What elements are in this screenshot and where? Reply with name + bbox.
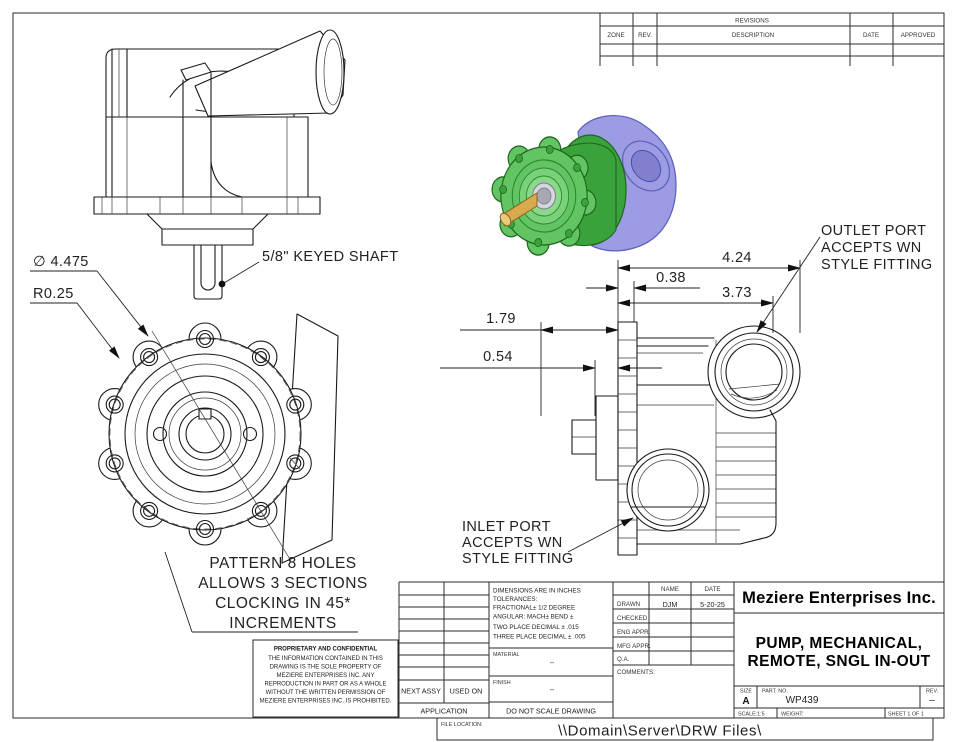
finish-value: -- [550, 685, 555, 694]
side-view-reservoir [93, 29, 346, 300]
proprietary-line5: WITHOUT THE WRITTEN PERMISSION OF [266, 690, 386, 696]
date-header: DATE [704, 586, 720, 593]
revisions-col-description: DESCRIPTION [732, 32, 774, 39]
mfg-appr-label: MFG APPR. [617, 643, 651, 650]
keyed-shaft-label: 5/8" KEYED SHAFT [262, 249, 398, 265]
proprietary-line4: REPRODUCTION IN PART OR AS A WHOLE [264, 682, 386, 688]
pattern-note-line1: PATTERN 8 HOLES [209, 555, 356, 572]
finish-label: FINISH [493, 680, 511, 686]
front-view-flange [98, 313, 339, 564]
comments-label: COMMENTS: [617, 669, 655, 676]
used-on-label: USED ON [450, 687, 483, 696]
pattern-note: PATTERN 8 HOLES ALLOWS 3 SECTIONS CLOCKI… [164, 551, 368, 633]
file-location-label: FILE LOCATION: [441, 722, 483, 728]
part-no-label: PART. NO. [762, 689, 788, 695]
proprietary-line1: THE INFORMATION CONTAINED IN THIS [268, 656, 383, 662]
title-block: NEXT ASSY USED ON APPLICATION DIMENSIONS… [398, 581, 944, 718]
part-number: WP439 [786, 695, 819, 706]
proprietary-line2: DRAWING IS THE SOLE PROPERTY OF [270, 665, 382, 671]
application-label: APPLICATION [421, 707, 468, 716]
rev-value: – [929, 695, 935, 706]
checked-label: CHECKED [617, 615, 648, 622]
drawing-title-line2: REMOTE, SNGL IN-OUT [748, 653, 931, 670]
inlet-note-line1: INLET PORT [462, 519, 551, 535]
inlet-note: INLET PORT ACCEPTS WN STYLE FITTING [462, 517, 634, 567]
side-view-ports [571, 321, 801, 556]
inlet-note-line3: STYLE FITTING [462, 551, 574, 567]
corner-radius-label: R0.25 [33, 286, 74, 302]
rev-label: REV. [926, 689, 938, 695]
dim-overall-width: 4.24 [722, 250, 752, 266]
proprietary-line6: MEZIERE ENTERPRISES INC. IS PROHIBITED. [260, 699, 392, 705]
weight-label: WEIGHT: [781, 712, 803, 718]
tolerance-line4: ANGULAR: MACH± BEND ± [493, 614, 574, 621]
side-view-labels: ∅ 4.475 R0.25 5/8" KEYED SHAFT [30, 249, 398, 359]
housing-port-bore [630, 149, 662, 183]
outlet-note-line2: ACCEPTS WN [821, 240, 922, 256]
drawn-name: DJM [663, 600, 678, 609]
side-view-dimensions: 4.24 0.38 3.73 1.79 0.54 [440, 250, 801, 416]
revisions-title: REVISIONS [735, 18, 769, 25]
do-not-scale-label: DO NOT SCALE DRAWING [506, 707, 596, 716]
outlet-note-line1: OUTLET PORT [821, 223, 926, 239]
dim-step-length: 0.54 [483, 349, 513, 365]
dim-flange-thickness: 0.38 [656, 270, 686, 286]
pump-shaft-end [499, 212, 512, 227]
pattern-note-line3: CLOCKING IN 45* [215, 595, 351, 612]
revisions-table: REVISIONS ZONE REV. DESCRIPTION DATE APP… [599, 13, 944, 66]
material-label: MATERIAL [493, 652, 520, 658]
leader-dot [218, 280, 226, 288]
tolerance-line3: FRACTIONAL± 1/2 DEGREE [493, 605, 575, 612]
sheet-label: SHEET 1 OF 1 [888, 712, 924, 718]
drawing-title-line1: PUMP, MECHANICAL, [756, 635, 923, 652]
eng-appr-label: ENG APPR. [617, 629, 651, 636]
tolerance-line1: DIMENSIONS ARE IN INCHES [493, 588, 581, 595]
pump-3d-render [491, 115, 677, 256]
tolerance-line5: TWO PLACE DECIMAL ± .015 [493, 624, 579, 631]
next-assy-label: NEXT ASSY [401, 687, 441, 696]
name-header: NAME [661, 586, 679, 593]
revisions-col-date: DATE [863, 32, 879, 39]
scale-label: SCALE:1:5 [738, 712, 765, 718]
outlet-note-line3: STYLE FITTING [821, 257, 933, 273]
dim-body-width: 3.73 [722, 285, 752, 301]
outlet-note: OUTLET PORT ACCEPTS WN STYLE FITTING [756, 223, 933, 333]
drawn-label: DRAWN [617, 601, 640, 608]
file-location-path: \\Domain\Server\DRW Files\ [558, 723, 762, 740]
revisions-col-approved: APPROVED [901, 32, 936, 39]
material-value: -- [550, 658, 555, 667]
flange-dia-label: ∅ 4.475 [33, 254, 89, 270]
dim-shaft-length: 1.79 [486, 311, 516, 327]
pattern-note-line4: INCREMENTS [229, 615, 336, 632]
proprietary-box: PROPRIETARY AND CONFIDENTIAL THE INFORMA… [252, 639, 399, 718]
qa-label: Q.A. [617, 656, 630, 663]
file-location-bar: FILE LOCATION: \\Domain\Server\DRW Files… [436, 717, 934, 741]
company-name: Meziere Enterprises Inc. [742, 589, 936, 607]
inlet-note-line2: ACCEPTS WN [462, 535, 563, 551]
size-value: A [742, 696, 749, 707]
pattern-note-line2: ALLOWS 3 SECTIONS [198, 575, 368, 592]
tolerance-line2: TOLERANCES: [493, 596, 538, 603]
size-label: SIZE [740, 689, 752, 695]
tolerance-line6: THREE PLACE DECIMAL ± .005 [493, 634, 586, 641]
drawn-date: 5-20-25 [700, 600, 725, 609]
revisions-col-zone: ZONE [607, 32, 624, 39]
proprietary-line3: MEZIERE ENTERPRISES INC. ANY [276, 673, 374, 679]
proprietary-heading: PROPRIETARY AND CONFIDENTIAL [274, 647, 378, 653]
revisions-col-rev: REV. [638, 32, 652, 39]
